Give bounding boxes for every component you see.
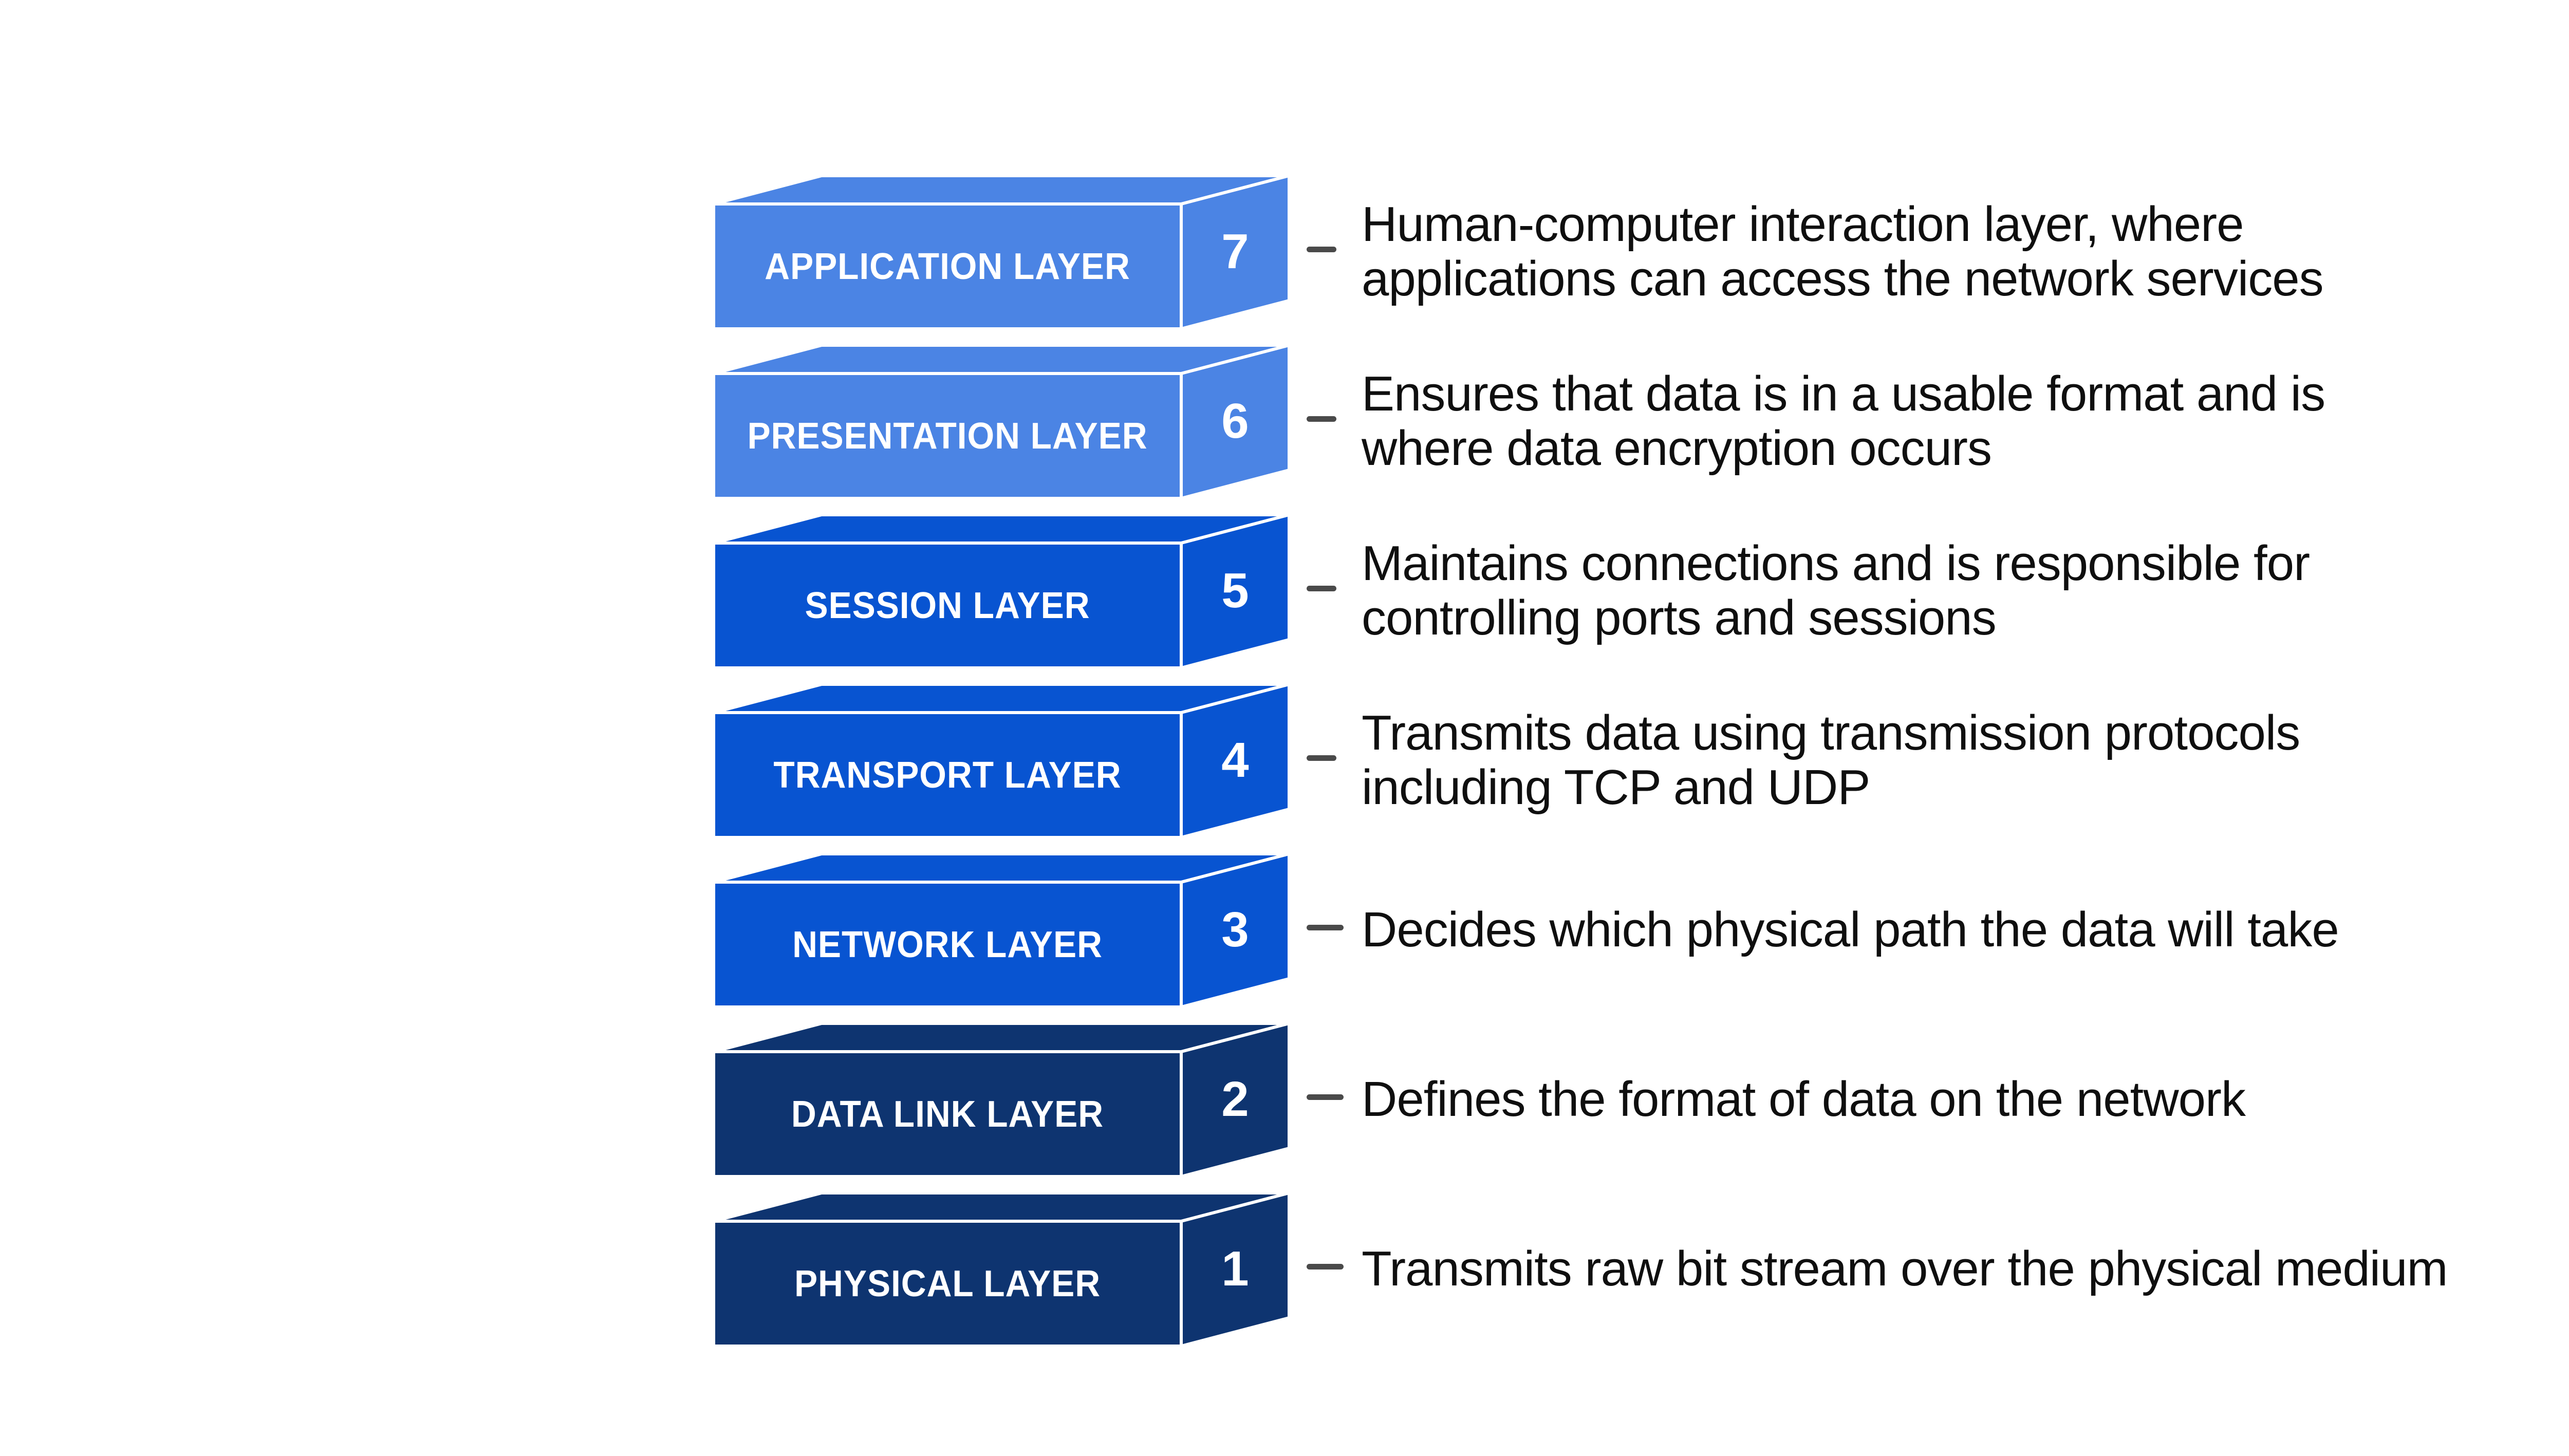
layer-name-label: TRANSPORT LAYER	[773, 754, 1122, 796]
layer-row-data-link: DATA LINK LAYER 2 Defines the format of …	[0, 1020, 2569, 1179]
layer-box-svg	[712, 513, 1291, 670]
description-line: where data encryption occurs	[1362, 421, 1992, 476]
layer-box-svg	[712, 1021, 1291, 1179]
layer-name-label: PRESENTATION LAYER	[747, 415, 1148, 457]
description-line: Ensures that data is in a usable format …	[1362, 366, 2325, 421]
layer-name-label: PHYSICAL LAYER	[794, 1263, 1101, 1304]
layer-box-3d	[712, 1189, 1292, 1349]
layer-row-physical: PHYSICAL LAYER 1 Transmits raw bit strea…	[0, 1189, 2569, 1349]
box-front-face	[712, 1050, 1183, 1178]
layer-description: Transmits raw bit stream over the physic…	[1362, 1192, 2448, 1346]
description-line: applications can access the network serv…	[1362, 251, 2324, 306]
connector-dash	[1307, 1094, 1344, 1100]
layer-number: 3	[1221, 902, 1249, 957]
connector-dash	[1307, 755, 1336, 761]
description-line: Maintains connections and is responsible…	[1362, 536, 2310, 591]
layer-description: Defines the format of data on the networ…	[1362, 1022, 2246, 1177]
layer-box-3d	[712, 681, 1292, 840]
layer-number: 4	[1221, 733, 1249, 788]
layer-name-label: DATA LINK LAYER	[791, 1093, 1104, 1135]
layer-box-3d	[712, 1020, 1292, 1179]
connector-dash	[1307, 247, 1336, 252]
layer-box-svg	[712, 343, 1291, 500]
connector-dash	[1307, 1264, 1344, 1270]
layer-name-label: NETWORK LAYER	[792, 924, 1103, 965]
box-front-face	[712, 711, 1183, 839]
layer-row-application: APPLICATION LAYER 7 Human-computer inter…	[0, 172, 2569, 331]
box-front-face	[712, 1220, 1183, 1348]
layer-description: Decides which physical path the data wil…	[1362, 853, 2339, 1007]
layer-box-3d	[712, 342, 1292, 501]
layer-number: 7	[1221, 224, 1249, 279]
layer-row-network: NETWORK LAYER 3 Decides which physical p…	[0, 850, 2569, 1010]
connector-dash	[1307, 416, 1336, 422]
layer-number: 5	[1221, 563, 1249, 618]
layer-number: 1	[1221, 1241, 1249, 1296]
layer-box-svg	[712, 1191, 1291, 1348]
layer-row-presentation: PRESENTATION LAYER 6 Ensures that data i…	[0, 342, 2569, 501]
description-line: Transmits raw bit stream over the physic…	[1362, 1241, 2448, 1296]
connector-dash	[1307, 586, 1336, 591]
layer-box-3d	[712, 850, 1292, 1010]
description-line: Defines the format of data on the networ…	[1362, 1072, 2246, 1127]
description-line: Human-computer interaction layer, where	[1362, 197, 2244, 252]
layer-description: Human-computer interaction layer, where …	[1362, 175, 2324, 329]
layer-number: 6	[1221, 394, 1249, 449]
box-front-face	[712, 372, 1183, 500]
layer-name-label: APPLICATION LAYER	[765, 246, 1130, 287]
description-line: Transmits data using transmission protoc…	[1362, 705, 2300, 760]
layer-row-transport: TRANSPORT LAYER 4 Transmits data using t…	[0, 681, 2569, 840]
layer-description: Maintains connections and is responsible…	[1362, 514, 2310, 668]
connector-dash	[1307, 925, 1344, 930]
layer-box-svg	[712, 852, 1291, 1009]
box-front-face	[712, 542, 1183, 669]
layer-box-3d	[712, 172, 1292, 331]
layer-name-label: SESSION LAYER	[805, 585, 1090, 626]
layer-row-session: SESSION LAYER 5 Maintains connections an…	[0, 511, 2569, 670]
description-line: including TCP and UDP	[1362, 760, 1870, 815]
description-line: controlling ports and sessions	[1362, 590, 1997, 645]
layer-box-svg	[712, 682, 1291, 839]
layer-box-svg	[712, 174, 1291, 331]
box-front-face	[712, 881, 1183, 1009]
layer-box-3d	[712, 511, 1292, 670]
layer-description: Transmits data using transmission protoc…	[1362, 683, 2300, 837]
description-line: Decides which physical path the data wil…	[1362, 902, 2339, 957]
box-front-face	[712, 202, 1183, 330]
layer-description: Ensures that data is in a usable format …	[1362, 344, 2325, 498]
layer-number: 2	[1221, 1072, 1249, 1127]
